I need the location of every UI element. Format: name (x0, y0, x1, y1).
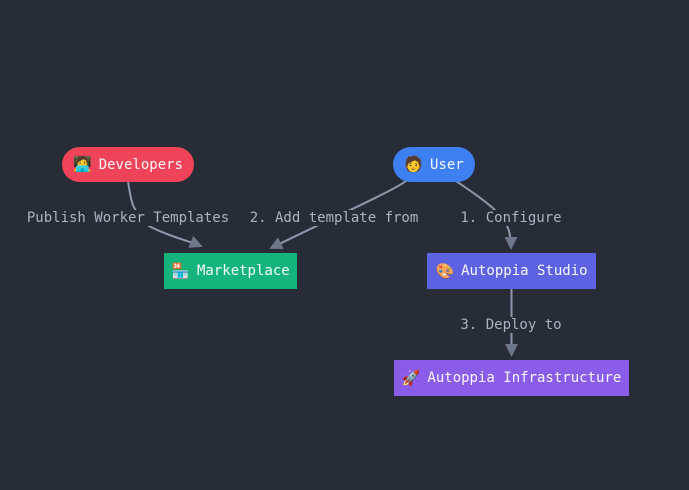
node-developers: 🧑‍💻 Developers (62, 147, 194, 182)
edge-label-configure: 1. Configure (457, 210, 565, 226)
person-emoji: 🧑 (404, 155, 423, 173)
rocket-emoji: 🚀 (401, 368, 421, 387)
node-marketplace: 🏪 Marketplace (164, 253, 297, 289)
node-autoppia-studio-label: Autoppia Studio (461, 263, 588, 279)
edge-label-add-template-from: 2. Add template from (246, 210, 422, 226)
edge-developers-marketplace (127, 180, 203, 248)
node-developers-label: Developers (98, 156, 183, 173)
technologist-emoji: 🧑‍💻 (73, 155, 92, 173)
node-autoppia-studio: 🎨 Autoppia Studio (427, 253, 596, 289)
node-user: 🧑 User (393, 147, 475, 182)
artist-palette-emoji: 🎨 (435, 261, 455, 280)
node-autoppia-infrastructure: 🚀 Autoppia Infrastructure (394, 360, 629, 396)
edge-user-marketplace (269, 180, 407, 249)
node-user-label: User (429, 156, 464, 173)
edge-label-deploy-to: 3. Deploy to (457, 317, 565, 333)
edge-label-publish-worker-templates: Publish Worker Templates (23, 210, 233, 226)
node-autoppia-infrastructure-label: Autoppia Infrastructure (427, 370, 622, 386)
node-marketplace-label: Marketplace (196, 263, 290, 279)
edge-user-studio (455, 180, 518, 250)
convenience-store-emoji: 🏪 (171, 261, 190, 280)
